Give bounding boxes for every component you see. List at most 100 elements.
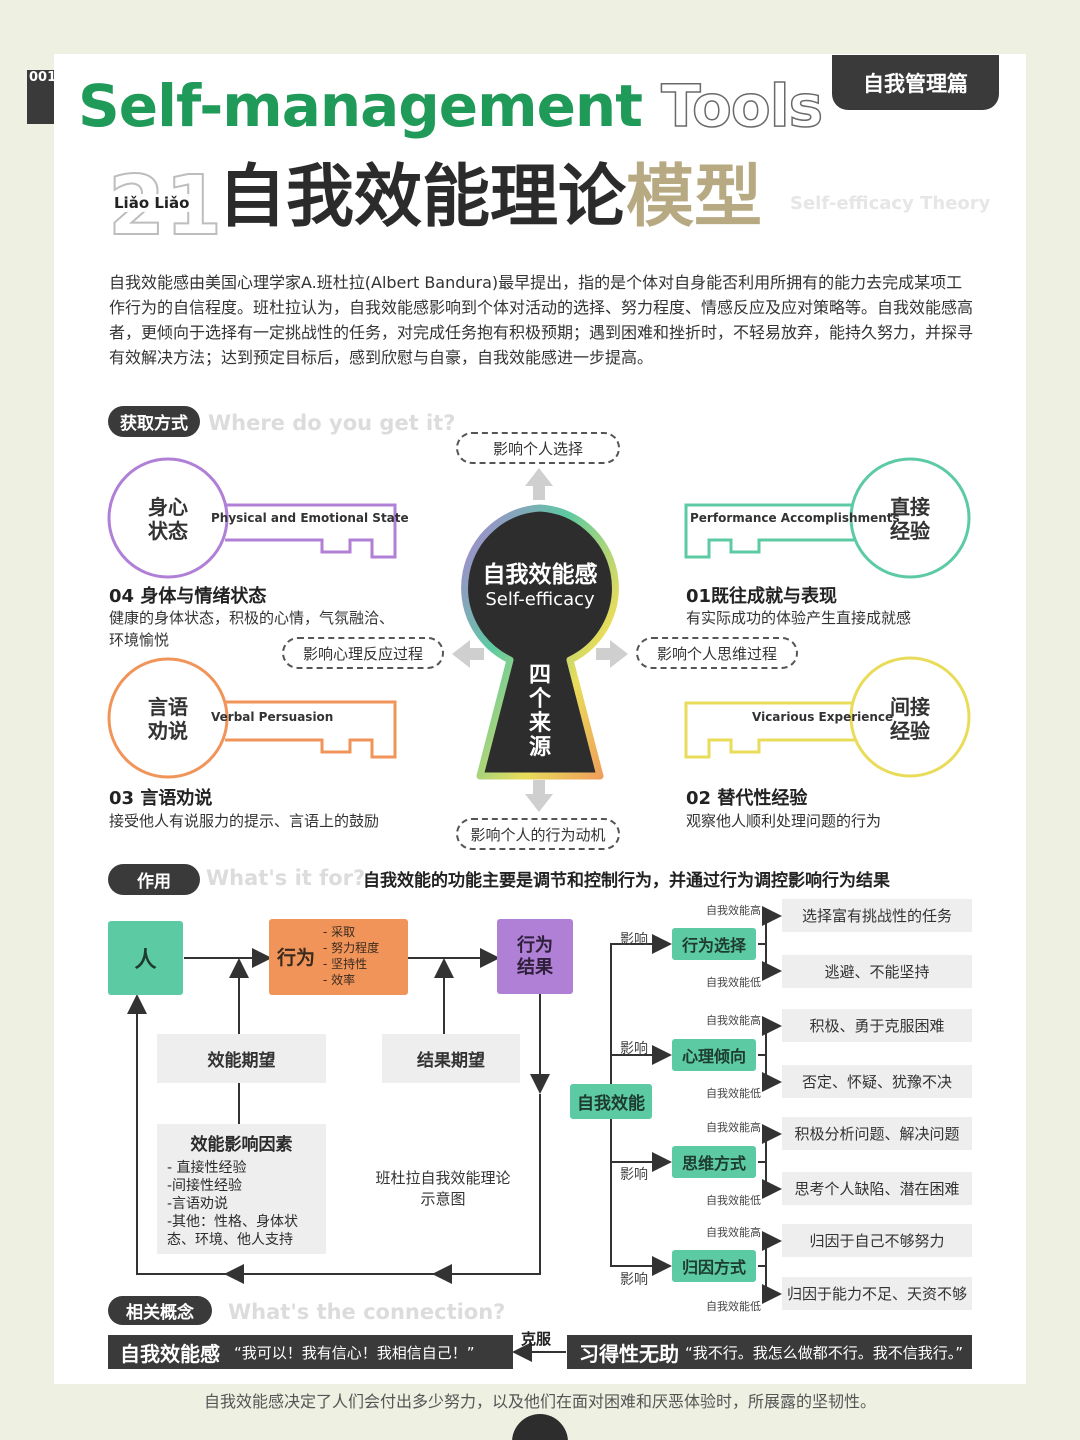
branch-attribution-style: 归因方式 [672,1250,756,1282]
source-title-physical: 04 身体与情绪状态 [109,586,267,607]
low-label: 自我效能低 [706,1300,761,1313]
efficacy-expectation: 效能期望 [157,1034,326,1083]
behavior-label: 行为 [277,947,316,969]
behavior-items: - 采取 - 努力程度 - 坚持性 - 效率 [323,924,379,988]
factor-item: -其他：性格、身体状态、环境、他人支持 [167,1214,299,1248]
left-quote: “我可以！我有信心！我相信自己！” [234,1343,475,1362]
section2-ghost: What's it for? [206,866,366,890]
key-vicarious-en: Vicarious Experience [752,710,894,724]
keyhole-vertical: 四个来源 [528,663,551,760]
branch-low-text: 思考个人缺陷、潜在困难 [782,1172,972,1205]
high-label: 自我效能高 [706,904,761,917]
high-label: 自我效能高 [706,1226,761,1239]
branch-high-text: 积极、勇于克服困难 [782,1009,972,1042]
subtitle-tail: 模型 [626,158,763,237]
section3-label: 相关概念 [108,1296,212,1325]
arrow-up [525,468,553,500]
behavior-item: - 坚持性 [323,957,368,971]
keyhole-en: Self-efficacy [485,589,595,610]
branch-low-text: 逃避、不能坚持 [782,955,972,988]
branch-high-text: 归因于自己不够努力 [782,1224,972,1257]
low-label: 自我效能低 [706,1087,761,1100]
section1-label: 获取方式 [108,406,200,437]
section3-ghost: What's the connection? [228,1300,506,1324]
brand-logo: Liǎo Liǎo [112,194,192,212]
key-verbal [107,657,397,779]
diagram-caption: 班杜拉自我效能理论 示意图 [375,1169,511,1208]
behavior-box: 行为 - 采取 - 努力程度 - 坚持性 - 效率 [269,919,408,995]
factor-item: -言语劝说 [167,1196,229,1212]
key-physical-label: 身心 状态 [148,495,188,543]
self-efficacy-bar: 自我效能感 “我可以！我有信心！我相信自己！” [108,1335,513,1369]
person-box: 人 [108,921,183,995]
title-main: Self-management [78,72,643,140]
high-label: 自我效能高 [706,1014,761,1027]
subtitle: 自我效能理论模型 [218,162,762,233]
right-quote: “我不行。我怎么做都不行。我不信我行。” [685,1343,964,1362]
keyhole-cn: 自我效能感 [482,562,598,588]
low-label: 自我效能低 [706,976,761,989]
high-label: 自我效能高 [706,1121,761,1134]
source-title-performance: 01既往成就与表现 [686,586,838,607]
branch-high-text: 选择富有挑战性的任务 [782,899,972,932]
factor-item: -间接性经验 [167,1178,243,1194]
branch-low-text: 否定、怀疑、犹豫不决 [782,1065,972,1098]
behavior-item: - 努力程度 [323,941,380,955]
title-outline: Tools [660,71,823,141]
branch-thinking-style: 思维方式 [672,1146,756,1178]
behavior-item: - 采取 [323,925,356,939]
branch-high-text: 积极分析问题、解决问题 [782,1117,972,1150]
key-performance-en: Performance Accomplishments [690,511,900,525]
key-vicarious-label: 间接 经验 [890,695,930,743]
left-term: 自我效能感 [120,1341,220,1366]
behavior-item: - 效率 [323,973,356,987]
section1-ghost: Where do you get it? [208,411,456,435]
influence-top: 影响个人选择 [456,432,620,464]
subtitle-en: Self-efficacy Theory [790,193,991,214]
influence-left: 影响心理反应过程 [282,637,444,669]
arrow-down [525,780,553,812]
influence-right: 影响个人思维过程 [636,637,798,669]
key-physical-en: Physical and Emotional State [211,511,409,525]
source-desc-vicarious: 观察他人顺利处理问题的行为 [686,812,882,830]
branch-psych-tendency: 心理倾向 [672,1039,756,1071]
key-verbal-label: 言语 劝说 [148,695,188,743]
branch-behavior-choice: 行为选择 [672,928,756,960]
source-desc-performance: 有实际成功的体验产生直接成就感 [686,609,912,627]
result-expectation: 结果期望 [382,1034,520,1083]
influence-word: 影响 [620,932,648,948]
factors-title: 效能影响因素 [190,1135,293,1155]
arrow-left [452,640,484,668]
key-vicarious [684,656,971,778]
footer-text: 自我效能感决定了人们会付出多少努力，以及他们在面对困难和厌恶体验时，所展露的坚韧… [203,1392,876,1411]
source-desc-physical: 健康的身体状态，积极的心情，气氛融洽、环境愉悦 [109,609,395,649]
main-title: Self-management Tools [78,71,824,141]
category-tab: 自我管理篇 [832,55,999,110]
learned-helplessness-bar: 习得性无助 “我不行。我怎么做都不行。我不信我行。” [567,1335,972,1369]
source-title-verbal: 03 言语劝说 [109,788,213,809]
overcome-label: 克服 [521,1330,552,1348]
source-title-vicarious: 02 替代性经验 [686,788,808,809]
keyhole-arrows [452,468,628,812]
right-term: 习得性无助 [579,1341,679,1366]
key-performance-label: 直接 经验 [890,495,930,543]
factor-item: - 直接性经验 [167,1160,247,1176]
factors-box: 效能影响因素 - 直接性经验 -间接性经验 -言语劝说 -其他：性格、身体状态、… [157,1124,326,1254]
influence-word: 影响 [620,1167,648,1183]
intro-paragraph: 自我效能感由美国心理学家A.班杜拉(Albert Bandura)最早提出，指的… [109,273,974,367]
subtitle-main: 自我效能理论 [218,158,627,237]
hub-branches [610,906,782,1304]
key-physical [107,457,397,579]
source-desc-verbal: 接受他人有说服力的提示、言语上的鼓励 [109,812,380,830]
section2-statement: 自我效能的功能主要是调节和控制行为，并通过行为调控影响行为结果 [363,871,890,891]
branch-low-text: 归因于能力不足、天资不够 [782,1277,972,1310]
key-verbal-en: Verbal Persuasion [211,710,334,724]
arrow-right [596,640,628,668]
influence-word: 影响 [620,1272,648,1288]
keyhole [461,504,619,780]
flow-lines [127,948,550,1284]
result-box: 行为 结果 [497,919,573,994]
page-number: 001 [27,70,56,124]
low-label: 自我效能低 [706,1194,761,1207]
